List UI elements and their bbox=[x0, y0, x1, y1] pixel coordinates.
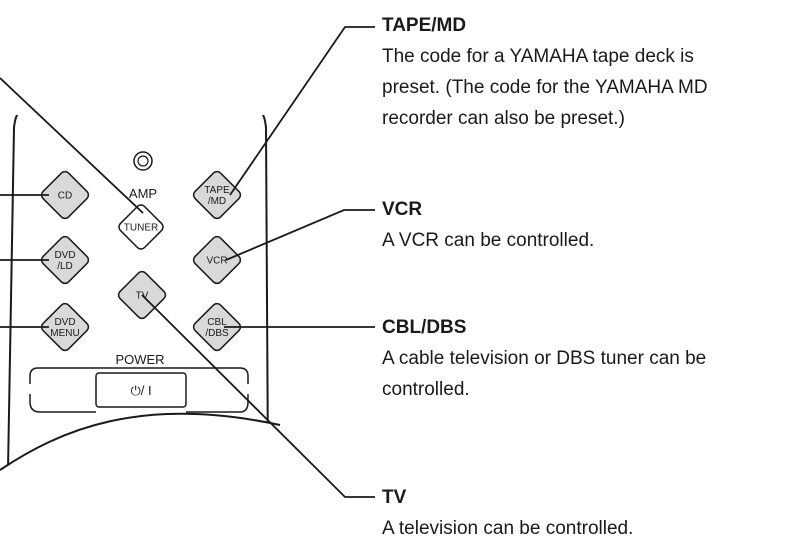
button-label-line: /LD bbox=[57, 261, 73, 272]
vcr-callout-line-1: A VCR can be controlled. bbox=[382, 230, 595, 251]
button-label-line: /DBS bbox=[205, 328, 229, 339]
button-label-line: CBL bbox=[207, 317, 227, 328]
button-label-line: VCR bbox=[206, 256, 227, 267]
tuner-leader-line bbox=[0, 77, 144, 214]
power-panel-bottom bbox=[29, 394, 249, 413]
vcr-leader-line bbox=[225, 209, 375, 261]
tape-md-leader-line bbox=[229, 26, 375, 196]
tape-md-callout: TAPE/MD The code for a YAMAHA tape deck … bbox=[382, 15, 807, 134]
amp-label: AMP bbox=[129, 186, 157, 201]
vcr-callout: VCR A VCR can be controlled. bbox=[382, 199, 807, 256]
power-label: POWER bbox=[115, 352, 164, 367]
bottom-tuner-label: TUNER bbox=[110, 419, 155, 434]
remote-outline bbox=[7, 115, 269, 470]
cbl-dbs-button-label: CBL/DBS bbox=[205, 317, 229, 339]
button-label-line: MENU bbox=[50, 328, 79, 339]
bottom-tape-md-label: TAPE/MD bbox=[182, 419, 239, 434]
cbl-dbs-callout-line-2: controlled. bbox=[382, 379, 470, 400]
tv-callout-title: TV bbox=[382, 487, 407, 508]
tape-md-callout-title: TAPE/MD bbox=[382, 15, 467, 36]
ir-window bbox=[70, 71, 210, 96]
power-button-symbol: ⏻/ I bbox=[130, 383, 151, 398]
tv-callout: TV A television can be controlled. bbox=[382, 487, 807, 544]
button-label-line: DVD bbox=[54, 250, 75, 261]
cd-button-label: CD bbox=[58, 191, 72, 202]
vcr-button[interactable]: VCR bbox=[192, 235, 243, 286]
cd-button[interactable]: CD bbox=[40, 170, 91, 221]
vcr-callout-title: VCR bbox=[382, 199, 423, 220]
cbl-dbs-callout-line-1: A cable television or DBS tuner can be bbox=[382, 348, 707, 369]
tape-md-callout-line-3: recorder can also be preset.) bbox=[382, 108, 625, 129]
dvd-ld-button-label: DVD/LD bbox=[54, 250, 75, 272]
cbl-dbs-callout: CBL/DBS A cable television or DBS tuner … bbox=[382, 317, 807, 405]
ir-window-inner bbox=[70, 96, 210, 104]
tape-md-callout-line-2: preset. (The code for the YAMAHA MD bbox=[382, 77, 708, 98]
button-label-line: DVD bbox=[54, 317, 75, 328]
button-label-line: CD bbox=[58, 191, 72, 202]
tape-md-callout-line-1: The code for a YAMAHA tape deck is bbox=[382, 46, 694, 67]
tv-leader-line bbox=[141, 294, 375, 498]
cbl-dbs-callout-title: CBL/DBS bbox=[382, 317, 467, 338]
power-button[interactable]: ⏻/ I bbox=[95, 372, 187, 408]
button-label-line: TAPE bbox=[204, 185, 230, 196]
tape-md-button[interactable]: TAPE/MD bbox=[192, 170, 243, 221]
button-label-line: /MD bbox=[208, 196, 226, 207]
tuner-button-label: TUNER bbox=[124, 223, 158, 234]
remote-body: AMP CD TUNER TAPE/MD DVD/LD VCR TV DVD bbox=[7, 71, 269, 470]
vcr-button-label: VCR bbox=[206, 256, 227, 267]
indicator-inner bbox=[137, 155, 149, 167]
leader-lines bbox=[0, 26, 375, 498]
tape-md-button-label: TAPE/MD bbox=[204, 185, 230, 207]
power-panel bbox=[29, 367, 249, 384]
dvd-ld-button[interactable]: DVD/LD bbox=[40, 235, 91, 286]
cbl-dbs-button[interactable]: CBL/DBS bbox=[192, 302, 243, 353]
button-label-line: TUNER bbox=[124, 223, 158, 234]
tuner-button[interactable]: TUNER bbox=[117, 203, 165, 251]
tv-callout-line-1: A television can be controlled. bbox=[382, 518, 634, 539]
remote-torn-edge bbox=[0, 412, 281, 471]
